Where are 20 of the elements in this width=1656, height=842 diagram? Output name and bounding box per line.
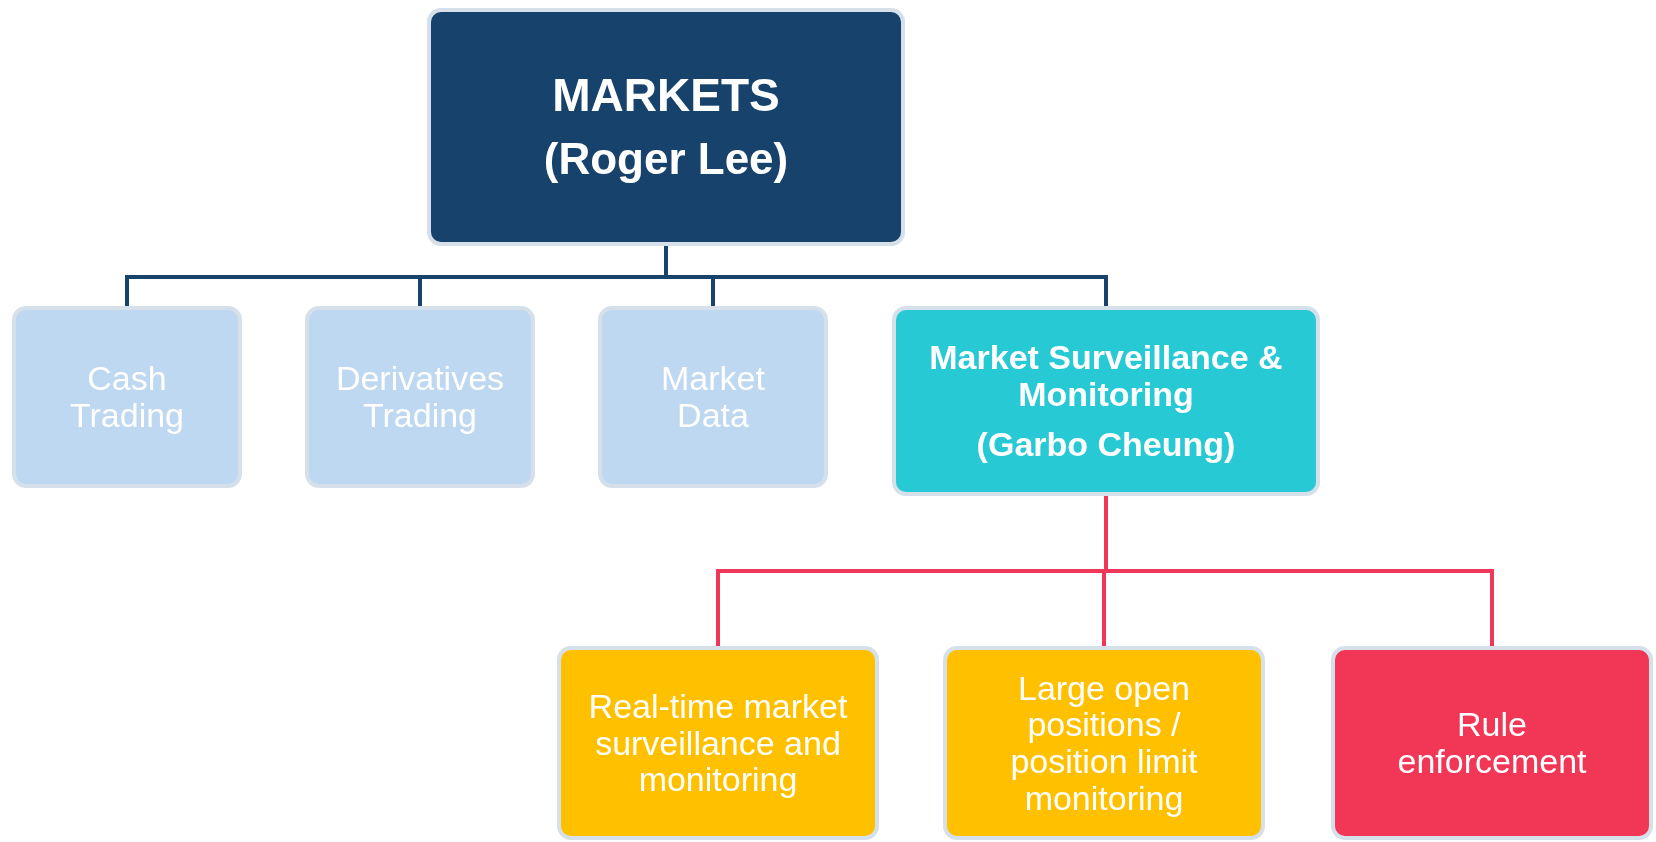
department-box [892,306,1320,496]
box-title: Rule enforcement [1396,706,1588,780]
box-title: Market Surveillance & Monitoring [928,338,1284,413]
unit-box [12,306,242,488]
box-title: MARKETS [552,71,780,122]
unit-box [598,306,828,488]
box-title: Derivatives Trading [334,360,506,434]
function-box [1331,646,1653,840]
person-name: (Roger Lee) [543,135,789,183]
box-title: Real-time market surveillance and monitoring [587,687,849,799]
box-title: Large open positions / position limit monitoring [1009,669,1199,817]
function-box [557,646,879,840]
function-box [943,646,1265,840]
person-name: (Garbo Cheung) [976,426,1236,464]
department-head-box [427,8,905,246]
box-title: Market Data [660,360,766,434]
box-title: Cash Trading [69,360,185,434]
unit-box [305,306,535,488]
connector-line [664,246,1108,306]
connector-line [1104,496,1494,646]
